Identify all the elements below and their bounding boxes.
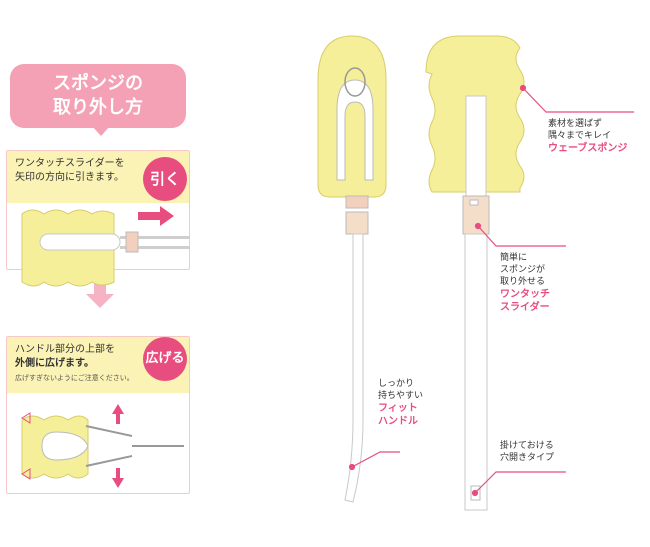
product-a-sponge xyxy=(317,35,387,198)
annotation-hole: 掛けておける 穴開きタイプ xyxy=(500,440,600,464)
step-1-handle-bottom xyxy=(120,246,190,249)
step-1-arrow-shaft xyxy=(138,212,160,220)
step-2-loop xyxy=(41,431,89,461)
step-1-line-2: 矢印の方向に引きます。 xyxy=(15,172,124,183)
annotation-hole-line-2: 穴開きタイプ xyxy=(500,453,555,463)
product-a-handle xyxy=(344,233,364,503)
annotation-sponge-line-2: 隅々までキレイ xyxy=(548,131,612,141)
step-2-down-arrow xyxy=(112,478,124,488)
step-2-left-arrow-bottom xyxy=(21,468,31,480)
step-1-line-1: ワンタッチスライダーを xyxy=(15,158,125,169)
step-2-up-arrow xyxy=(112,404,124,414)
product-a-loop-ring xyxy=(344,67,366,97)
annotation-handle-highlight-2: ハンドル xyxy=(378,416,418,427)
annotation-slider-line-2: スポンジが xyxy=(500,265,546,275)
step-2-left-arrow-top xyxy=(21,412,31,424)
product-a-handle-loop xyxy=(336,79,374,181)
title-bubble-tail xyxy=(92,126,110,136)
annotation-slider-highlight-2: スライダー xyxy=(500,302,550,313)
product-a-collar xyxy=(345,211,369,235)
step-1-handle-top xyxy=(120,236,190,239)
step-2-line-2: 外側に広げます。 xyxy=(15,358,94,369)
step-2-illustration xyxy=(21,404,184,488)
leader-slider xyxy=(477,225,566,247)
step-2-note: 広げすぎないようにご注意ください。 xyxy=(15,374,134,382)
leader-handle xyxy=(351,451,400,468)
title-line-2: 取り外し方 xyxy=(53,97,143,118)
annotation-slider-line-3: 取り外せる xyxy=(500,277,546,287)
annotation-slider-line-1: 簡単に xyxy=(500,253,528,263)
title-bubble: スポンジの 取り外し方 xyxy=(10,64,186,128)
annotation-sponge-highlight: ウェーブスポンジ xyxy=(548,143,628,154)
leader-lines xyxy=(348,84,634,497)
annotation-handle-line-2: 持ちやすい xyxy=(378,391,424,401)
product-b xyxy=(425,35,525,511)
product-a xyxy=(317,35,387,503)
spread-badge: 広げる xyxy=(143,337,187,381)
product-b-handle xyxy=(464,233,488,511)
product-a-slider xyxy=(345,195,369,209)
annotation-handle: しっかり 持ちやすい フィット ハンドル xyxy=(378,378,458,428)
step-1-slider xyxy=(125,231,139,253)
product-b-handle-top xyxy=(465,95,487,197)
pull-badge: 引く xyxy=(143,157,187,201)
annotation-handle-line-1: しっかり xyxy=(378,379,415,389)
step-1-illustration xyxy=(21,206,190,287)
annotation-sponge-line-1: 素材を選ばず xyxy=(548,119,603,129)
step-2-handle-lower xyxy=(85,455,133,467)
annotation-handle-highlight-1: フィット xyxy=(378,403,418,414)
annotation-slider-highlight-1: ワンタッチ xyxy=(500,289,550,300)
step-2-handle-upper xyxy=(85,425,133,437)
title-line-1: スポンジの xyxy=(53,73,143,94)
annotation-hole-line-1: 掛けておける xyxy=(500,441,554,451)
step-1-handle-slot xyxy=(39,233,121,251)
annotation-sponge: 素材を選ばず 隅々までキレイ ウェーブスポンジ xyxy=(548,118,648,155)
leader-sponge xyxy=(522,87,634,113)
leader-hole xyxy=(474,471,566,494)
annotation-slider: 簡単に スポンジが 取り外せる ワンタッチ スライダー xyxy=(500,252,590,314)
step-2-line-1: ハンドル部分の上部を xyxy=(15,344,115,355)
step-1-arrow-head xyxy=(160,206,174,226)
